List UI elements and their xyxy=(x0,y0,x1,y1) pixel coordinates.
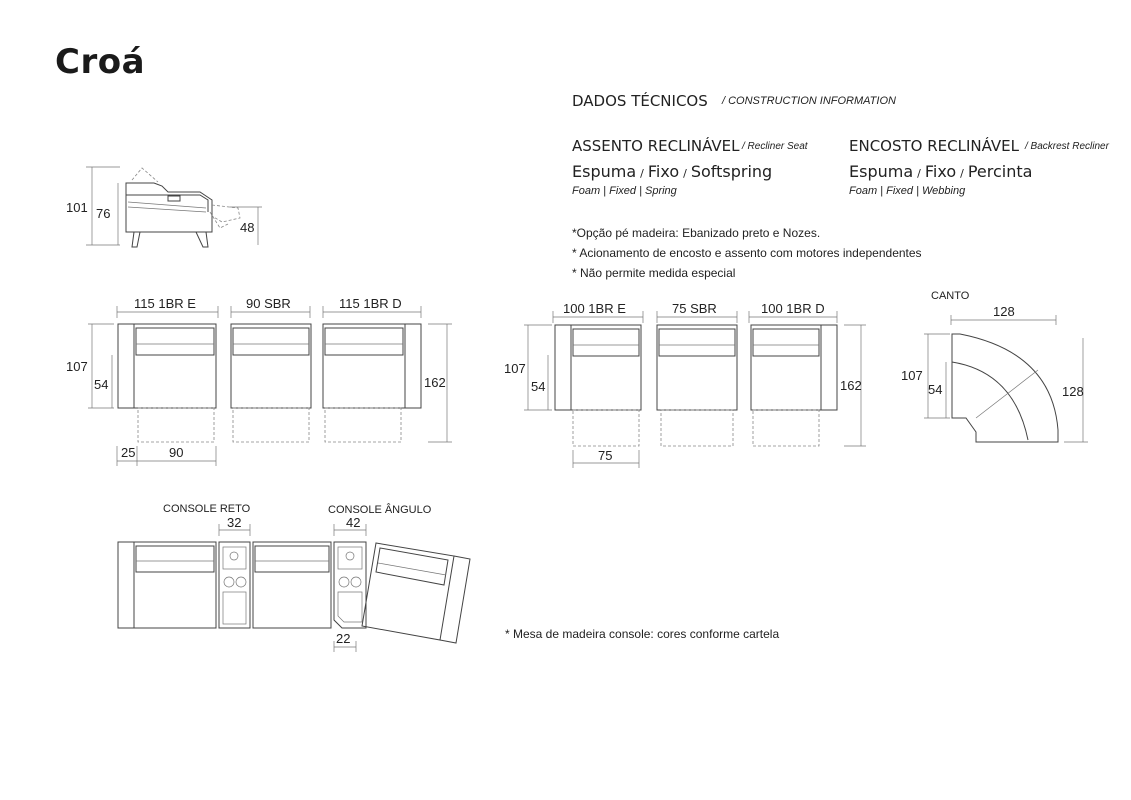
module-b-height-seat: 54 xyxy=(531,379,545,394)
module-b-height-total: 107 xyxy=(504,361,526,376)
backrest-materials: Espuma/Fixo/Percinta xyxy=(849,162,1033,181)
technical-data-heading: DADOS TÉCNICOS xyxy=(572,92,708,110)
backrest-material-1: Espuma xyxy=(849,162,914,181)
product-title: Croá xyxy=(55,42,146,82)
backrest-materials-en: Foam | Fixed | Webbing xyxy=(849,185,966,197)
console-straight-label: CONSOLE RETO xyxy=(163,503,251,515)
backrest-material-en-2: Fixed xyxy=(886,185,914,197)
seat-material-en-1: Foam xyxy=(572,185,601,197)
console-angle-width: 42 xyxy=(346,515,360,530)
module-b-label-left: 100 1BR E xyxy=(563,301,626,316)
module-a-height-total: 107 xyxy=(66,359,88,374)
note-no-custom: * Não permite medida especial xyxy=(572,266,736,280)
note-wood-feet: *Opção pé madeira: Ebanizado preto e Noz… xyxy=(572,226,821,240)
side-view-drawing: 101 76 48 xyxy=(66,166,262,248)
corner-height-seat: 54 xyxy=(928,382,942,397)
backrest-material-3: Percinta xyxy=(967,162,1033,181)
construction-info-subtitle: / CONSTRUCTION INFORMATION xyxy=(722,95,896,107)
side-height-back: 76 xyxy=(96,206,110,221)
seat-materials-en: Foam | Fixed | Spring xyxy=(572,185,677,197)
backrest-material-en-1: Foam xyxy=(849,185,878,197)
seat-material-3: Softspring xyxy=(690,162,773,181)
recliner-seat-title: ASSENTO RECLINÁVEL xyxy=(572,137,740,155)
backrest-recliner-title-en: / Backrest Recliner xyxy=(1025,141,1109,152)
corner-label: CANTO xyxy=(931,290,970,302)
backrest-material-2: Fixo xyxy=(924,162,957,181)
seat-material-en-2: Fixed xyxy=(609,185,637,197)
note-console-table: * Mesa de madeira console: cores conform… xyxy=(505,627,780,641)
module-b-drawing: 100 1BR E 75 SBR 100 1BR D 107 54 xyxy=(504,301,866,468)
module-a-label-right: 115 1BR D xyxy=(339,296,402,311)
module-a-seat-width: 90 xyxy=(169,445,183,460)
module-a-height-seat: 54 xyxy=(94,377,108,392)
seat-material-1: Espuma xyxy=(572,162,637,181)
console-straight-width: 32 xyxy=(227,515,241,530)
module-a-label-center: 90 SBR xyxy=(246,296,291,311)
note-motors: * Acionamento de encosto e assento com m… xyxy=(572,246,922,260)
console-angle-label: CONSOLE ÂNGULO xyxy=(328,503,432,516)
module-a-depth: 162 xyxy=(424,375,446,390)
backrest-recliner-title: ENCOSTO RECLINÁVEL xyxy=(849,137,1020,155)
console-angle-bottom: 22 xyxy=(336,631,350,646)
corner-drawing: CANTO 128 107 54 128 xyxy=(901,290,1088,443)
corner-height-total: 107 xyxy=(901,368,923,383)
side-height-seat: 48 xyxy=(240,220,254,235)
corner-width: 128 xyxy=(993,304,1015,319)
recliner-seat-title-en: / Recliner Seat xyxy=(742,141,808,152)
module-b-label-center: 75 SBR xyxy=(672,301,717,316)
side-height-total: 101 xyxy=(66,200,88,215)
backrest-material-en-3: Webbing xyxy=(922,185,966,197)
module-b-depth: 162 xyxy=(840,378,862,393)
module-b-seat-width: 75 xyxy=(598,448,612,463)
module-b-label-right: 100 1BR D xyxy=(761,301,825,316)
console-drawing: CONSOLE RETO CONSOLE ÂNGULO 32 42 xyxy=(117,503,471,652)
module-a-label-left: 115 1BR E xyxy=(134,296,196,311)
module-a-drawing: 115 1BR E 90 SBR 115 1BR D 107 54 xyxy=(66,296,452,466)
seat-materials: Espuma/Fixo/Softspring xyxy=(572,162,773,181)
corner-height: 128 xyxy=(1062,384,1084,399)
seat-material-en-3: Spring xyxy=(645,185,677,197)
seat-material-2: Fixo xyxy=(647,162,680,181)
module-a-arm-width: 25 xyxy=(121,445,135,460)
